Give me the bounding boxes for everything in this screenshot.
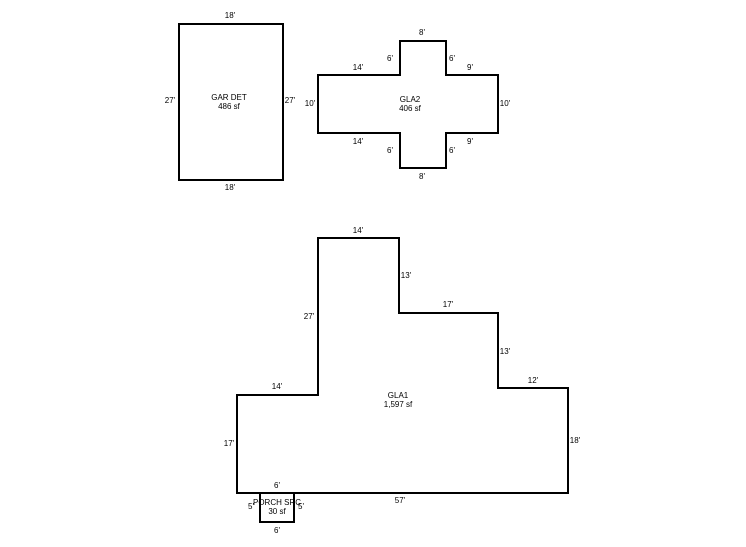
porch-dim-top: 6' [274,481,280,490]
gla2-area[interactable]: 8' 8' 14' 6' 6' 9' 14' 6' 6' 9' 10' 10' … [305,28,511,181]
gla2-dim-upper-right-9: 9' [467,63,473,72]
gla1-dim-bottom: 57' [395,496,406,505]
porch-dim-right: 5' [298,502,304,511]
porch-dim-left: 5' [248,502,254,511]
gla2-dim-lower-right-9: 9' [467,137,473,146]
porch-area[interactable]: 6' 6' 5' 5' PORCH SRC 30 sf [248,481,304,535]
gla2-dim-lower-left-6: 6' [387,146,393,155]
gla2-label: GLA2 [400,95,421,104]
garage-area[interactable]: 18' 18' 27' 27' GAR DET 486 sf [165,11,296,192]
gla1-dim-step1-horizontal: 17' [443,300,454,309]
garage-outline[interactable] [178,23,284,181]
gla2-dim-upper-right-6: 6' [449,54,455,63]
gla1-dim-top: 14' [353,226,364,235]
gla1-area-value: 1,597 sf [384,400,413,409]
gla1-dim-step1-vertical: 13' [401,271,412,280]
garage-dim-right: 27' [285,96,296,105]
porch-area-value: 30 sf [268,507,286,516]
gla1-dim-tall-left: 27' [304,312,315,321]
gla2-dim-bottom: 8' [419,172,425,181]
gla2-dim-left: 10' [305,99,316,108]
gla2-dim-lower-right-6: 6' [449,146,455,155]
gla1-dim-right: 18' [570,436,581,445]
porch-label: PORCH SRC [253,498,301,507]
porch-dim-bottom: 6' [274,526,280,535]
gla2-outline[interactable] [317,40,499,169]
gla2-dim-upper-left-6: 6' [387,54,393,63]
gla1-dim-step2-vertical: 13' [500,347,511,356]
gla1-outline[interactable] [236,237,569,494]
gla1-dim-left: 17' [224,439,235,448]
garage-label: GAR DET [211,93,247,102]
gla1-label: GLA1 [388,391,409,400]
gla2-area-value: 406 sf [399,104,422,113]
gla1-dim-left-ledge: 14' [272,382,283,391]
gla1-area[interactable]: 14' 13' 17' 13' 12' 18' 57' 17' 14' 27' … [224,226,581,505]
garage-dim-bottom: 18' [225,183,236,192]
garage-dim-top: 18' [225,11,236,20]
garage-dim-left: 27' [165,96,176,105]
garage-area-value: 486 sf [218,102,241,111]
gla2-dim-upper-left-14: 14' [353,63,364,72]
gla2-dim-top: 8' [419,28,425,37]
gla2-dim-right: 10' [500,99,511,108]
gla1-dim-step2-horizontal: 12' [528,376,539,385]
porch-outline[interactable] [259,492,295,523]
gla2-dim-lower-left-14: 14' [353,137,364,146]
